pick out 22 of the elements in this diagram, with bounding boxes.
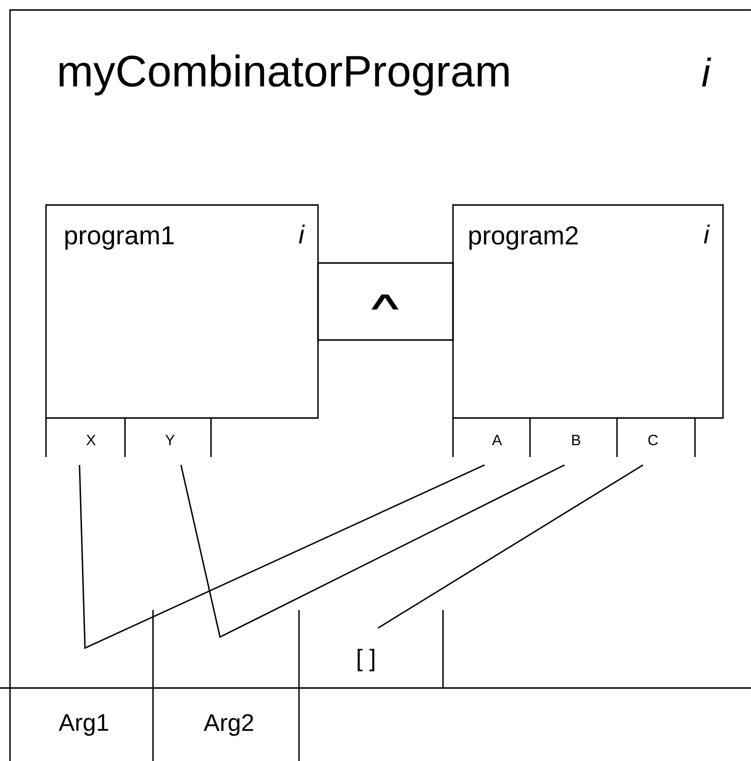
label-text: C: [648, 434, 658, 446]
operator-symbol: ∧: [371, 294, 399, 310]
label-text: myCombinatorProgram: [60, 54, 509, 96]
connector-line: [180, 464, 565, 638]
operator-box: [317, 262, 454, 341]
label-text: [ ]: [358, 648, 374, 672]
label-text: Arg1: [58, 714, 108, 736]
info-label: i: [702, 58, 712, 86]
program-box: [45, 204, 319, 419]
info-label: i: [298, 224, 305, 244]
label-text: A: [492, 434, 502, 446]
connector-line: [78, 464, 485, 650]
label-text: X: [86, 434, 96, 446]
label-text: program1: [65, 226, 174, 250]
diagram-frame: [9, 9, 751, 688]
connector-line: [378, 464, 644, 629]
program-box: [452, 204, 724, 419]
label-text: program2: [469, 226, 578, 250]
info-label: i: [704, 224, 710, 244]
label-text: Arg2: [204, 714, 254, 736]
label-text: Y: [165, 434, 175, 446]
label-text: B: [572, 434, 580, 446]
